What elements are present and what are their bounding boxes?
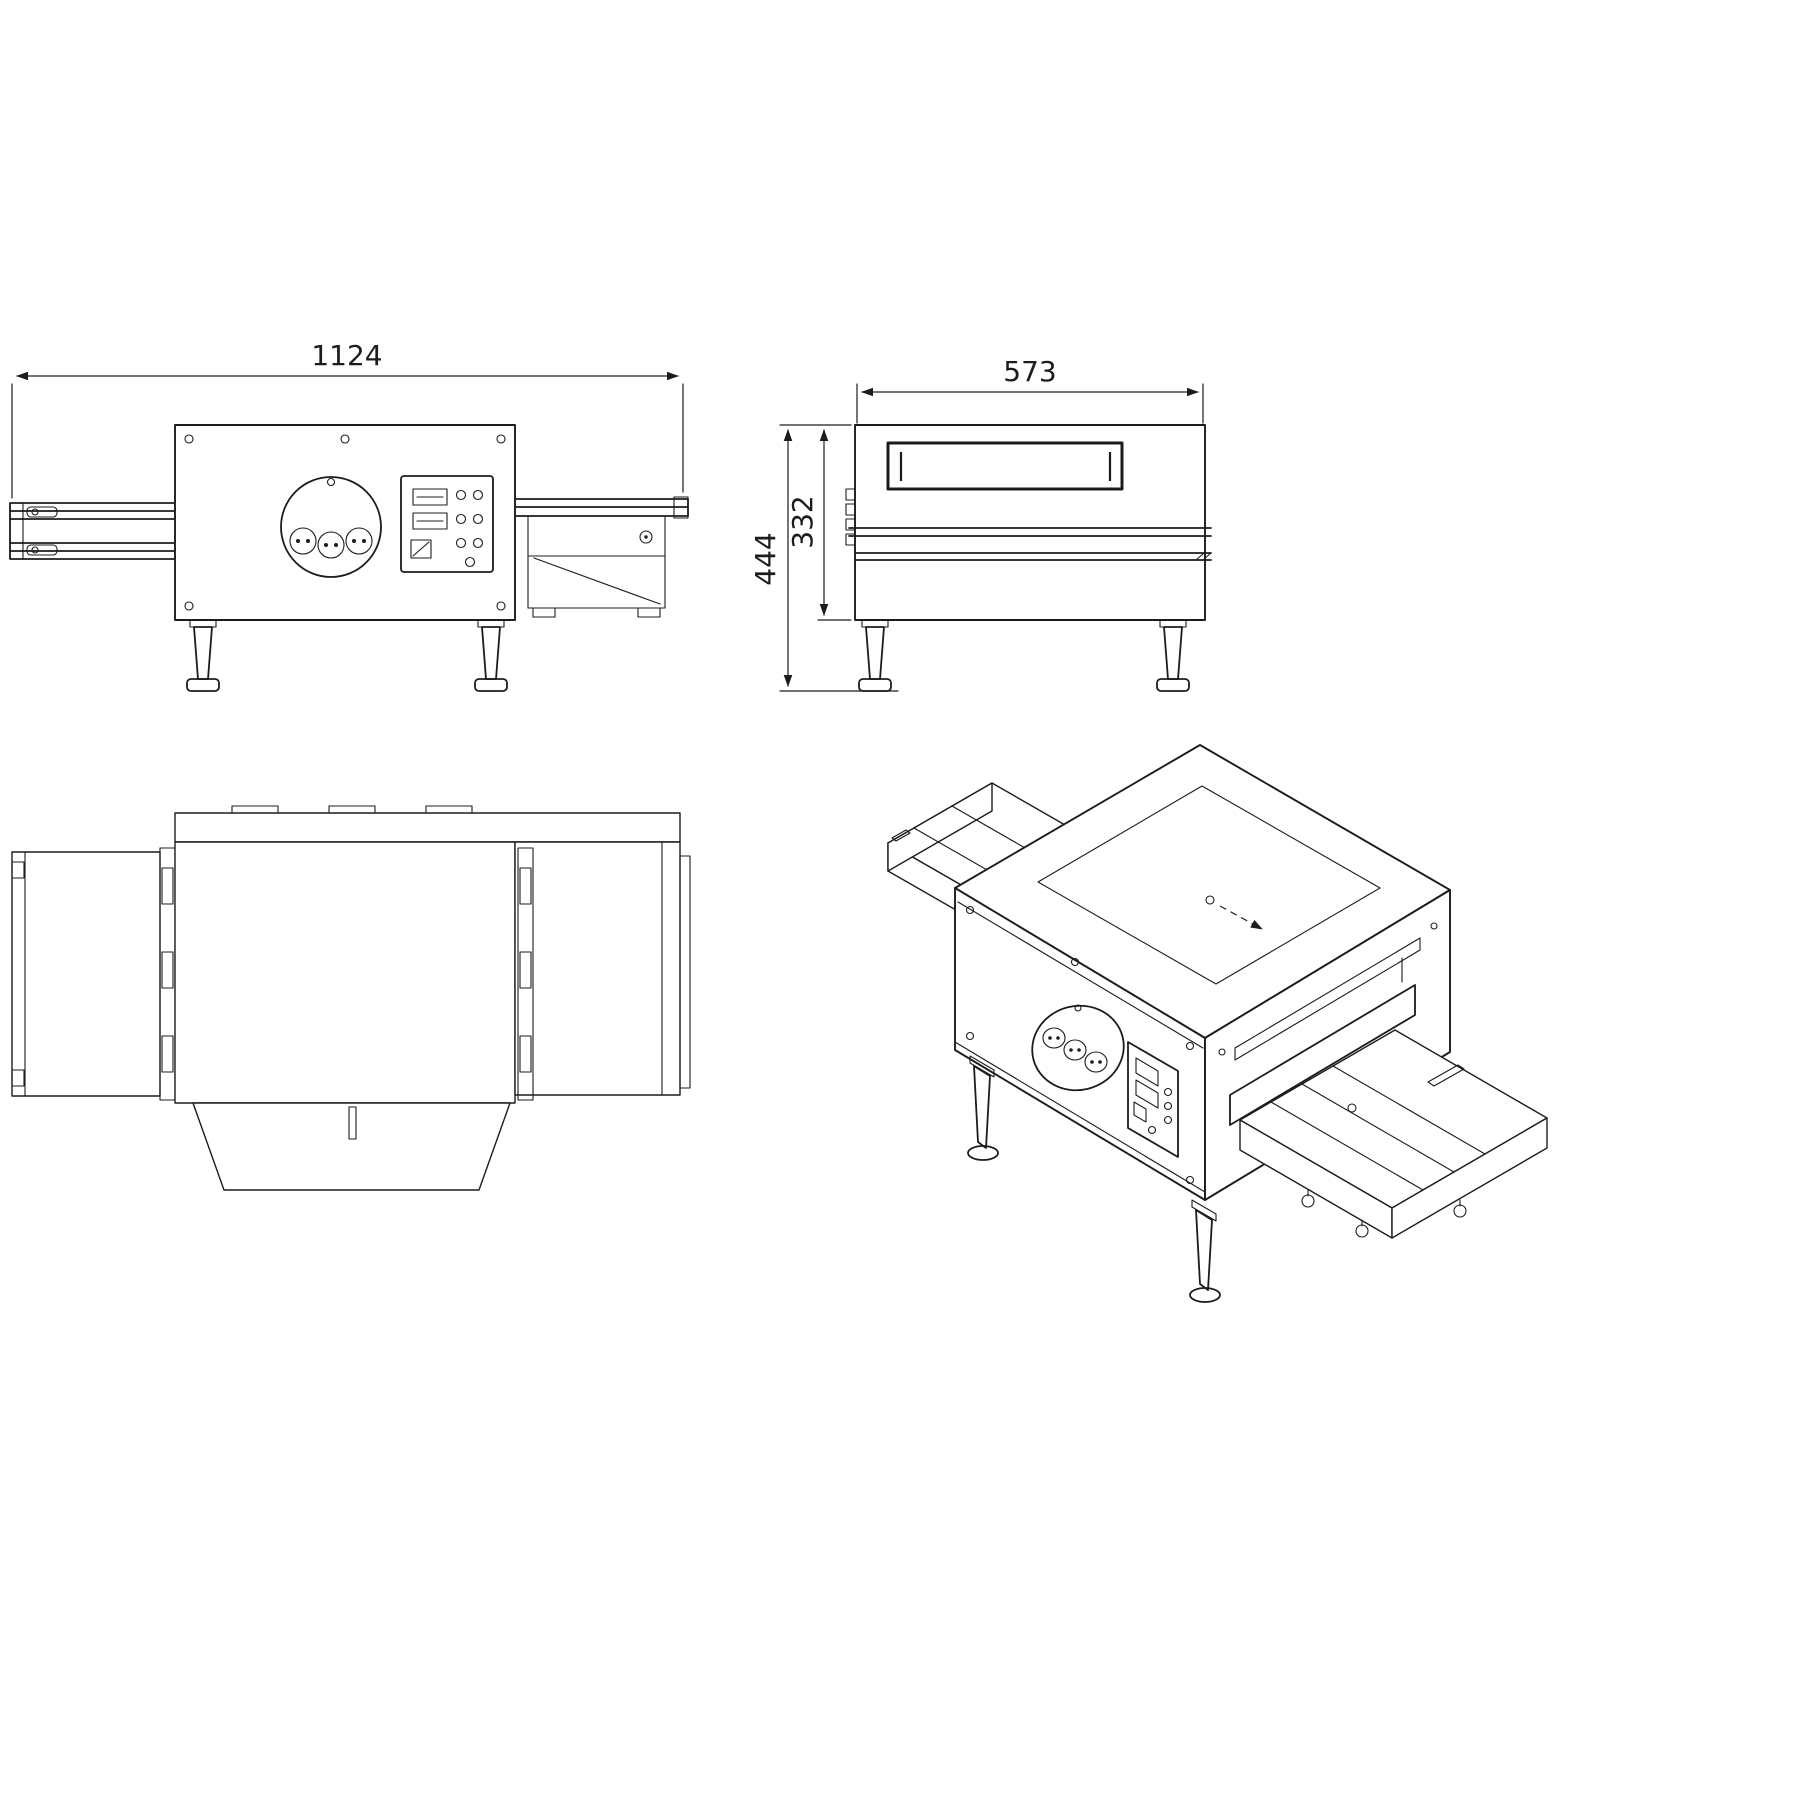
- iso-lid-inset: [1037, 785, 1381, 985]
- side-belt-lines: [848, 527, 1212, 561]
- flap-slot: [348, 1106, 357, 1140]
- dimension-overall-height: 444: [749, 424, 899, 692]
- iso-top-screw: [1205, 895, 1215, 905]
- iso-direction-arrow: [1219, 905, 1263, 930]
- extension-lines: [11, 383, 684, 499]
- iso-lid-edge: [957, 901, 1204, 1049]
- side-hinge-tabs: [845, 488, 856, 546]
- iso-tray-slot: [1427, 1064, 1465, 1087]
- top-main-lid: [174, 841, 516, 1104]
- dimension-side-depth: 573: [856, 355, 1204, 424]
- iso-base-seam: [954, 1041, 1206, 1193]
- dimension-label-depth: 573: [1003, 355, 1056, 388]
- iso-display-upper: [1135, 1057, 1159, 1087]
- isometric-view: [887, 744, 1548, 1303]
- vent-tab: [328, 805, 376, 814]
- control-panel: [400, 475, 494, 573]
- side-view-legs: [858, 619, 1190, 692]
- iso-indicator-icon: [1133, 1101, 1147, 1123]
- iso-sockets: [1042, 1027, 1108, 1073]
- dimension-label-body-height: 332: [786, 495, 819, 548]
- panel-buttons: [455, 489, 484, 568]
- top-front-flap: [192, 1102, 511, 1191]
- display-upper: [412, 488, 448, 506]
- front-view: 1124: [9, 339, 689, 692]
- display-lower: [412, 512, 448, 530]
- dimension-body-height: 332: [786, 429, 852, 621]
- front-right-conveyor-tray: [514, 496, 689, 618]
- dimension-label-overall-height: 444: [749, 532, 782, 585]
- tray-knob: [639, 530, 653, 544]
- top-rear-band: [174, 805, 681, 843]
- iso-legs: [967, 1055, 1221, 1303]
- iso-tray-feet: [1301, 1189, 1467, 1238]
- dimension-label-width: 1124: [311, 339, 382, 372]
- iso-right-tray: [1239, 1029, 1548, 1239]
- top-right-tray: [514, 841, 691, 1101]
- iso-round-window: [1031, 1004, 1125, 1092]
- dimension-front-width: 1124: [11, 339, 684, 499]
- vent-tab: [231, 805, 279, 814]
- side-conveyor-opening: [886, 441, 1124, 491]
- iso-upper-slot: [1234, 937, 1421, 1061]
- right-hinge-rail: [517, 847, 534, 1101]
- iso-front-details: [965, 905, 1195, 1185]
- vent-tab: [425, 805, 473, 814]
- iso-screw-heads: [965, 905, 1195, 1185]
- front-view-legs: [186, 619, 508, 692]
- round-service-window: [280, 476, 382, 578]
- iso-conveyor-opening: [1229, 984, 1416, 1126]
- top-view: [11, 805, 691, 1191]
- side-body-panel: [854, 424, 1206, 621]
- side-view: 573 444 332: [749, 355, 1212, 692]
- indicator-icon: [410, 539, 432, 559]
- top-left-tray: [11, 847, 176, 1101]
- front-left-conveyor-tray: [9, 502, 176, 560]
- iso-control-panel: [1127, 1041, 1179, 1158]
- screw-heads: [184, 434, 506, 611]
- iso-display-lower: [1135, 1079, 1159, 1109]
